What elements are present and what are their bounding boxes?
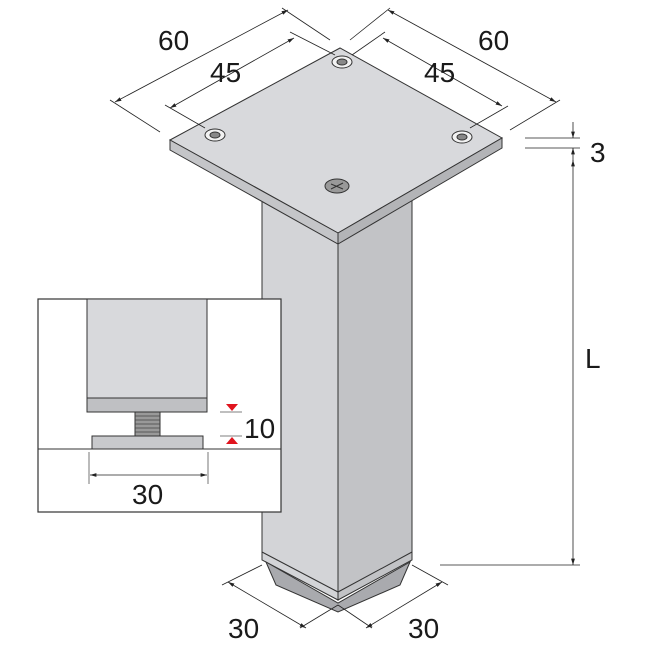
dim-plate-thickness: 3	[590, 137, 606, 168]
dim-foot-diameter: 30	[132, 479, 163, 510]
leg-right-face	[337, 194, 413, 601]
dim-hole-spacing-left: 45	[210, 57, 241, 88]
dim-hole-spacing-right: 45	[424, 57, 455, 88]
adjust-thread	[134, 411, 161, 437]
dim-leg-width-left: 30	[228, 613, 259, 644]
screw-hole	[204, 55, 473, 144]
plate-right-side	[337, 137, 503, 245]
leg	[261, 194, 413, 613]
center-screw-icon	[324, 178, 350, 194]
dimension-lines	[109, 7, 580, 629]
dim-plate-width-left: 60	[158, 25, 189, 56]
dimension-labels: 60 45 60 45 3 L 30 30	[158, 25, 606, 644]
dim-adjust-height: 10	[244, 413, 275, 444]
red-arrow-down-icon	[226, 404, 238, 411]
dim-leg-width-right: 30	[408, 613, 439, 644]
dim-plate-width-right: 60	[478, 25, 509, 56]
inset-detail: 10 30	[37, 298, 282, 513]
red-arrow-up-icon	[226, 437, 238, 444]
dim-leg-length: L	[585, 343, 601, 374]
